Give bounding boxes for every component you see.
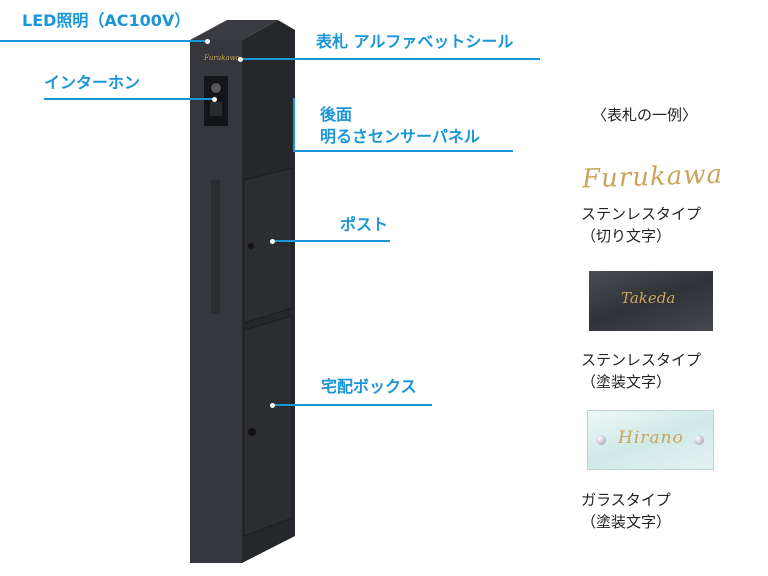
leader-line-rear-panel	[293, 150, 513, 152]
leader-line-delivery-box	[272, 404, 432, 406]
sample-1-caption-line1: ステンレスタイプ	[581, 205, 702, 223]
svg-text:Furukawa: Furukawa	[203, 54, 240, 62]
callout-post: ポスト	[340, 215, 389, 234]
leader-line-nameplate	[240, 58, 540, 60]
mail-post-pillar-image: Furukawa	[190, 20, 295, 563]
plate-screw-right	[694, 435, 704, 445]
delivery-box-marker	[270, 403, 275, 408]
sample-3-caption-line2: （塗装文字）	[581, 513, 672, 531]
sample-2-caption-line2: （塗装文字）	[581, 373, 672, 391]
sample-3-plate: Hirano	[587, 410, 714, 470]
nameplate-marker	[238, 57, 243, 62]
callout-nameplate: 表札 アルファベットシール	[316, 32, 514, 51]
sample-2-plate: Takeda	[589, 271, 713, 331]
led-marker	[205, 39, 210, 44]
leader-line-intercom	[44, 98, 216, 100]
callout-intercom: インターホン	[44, 73, 141, 92]
sample-2-caption-line1: ステンレスタイプ	[581, 351, 702, 369]
leader-line-post	[272, 240, 390, 242]
sample-3-nameplate: Hirano	[618, 428, 684, 448]
callout-rear-panel-line1: 後面	[320, 105, 353, 124]
post-marker	[270, 239, 275, 244]
callout-delivery-box: 宅配ボックス	[321, 377, 417, 396]
sample-3-caption-line1: ガラスタイプ	[581, 491, 671, 509]
leader-line-led	[0, 40, 210, 42]
samples-title: 〈表札の一例〉	[592, 106, 698, 124]
sample-1-nameplate: Furukawa	[581, 159, 724, 195]
sample-1-caption-line2: （切り文字）	[581, 227, 672, 245]
intercom-marker	[212, 97, 217, 102]
callout-led: LED照明（AC100V）	[22, 11, 191, 30]
sample-2-nameplate: Takeda	[621, 289, 676, 307]
plate-screw-left	[596, 435, 606, 445]
leader-bracket-rear-panel	[293, 98, 295, 150]
callout-rear-panel-line2: 明るさセンサーパネル	[320, 127, 480, 146]
